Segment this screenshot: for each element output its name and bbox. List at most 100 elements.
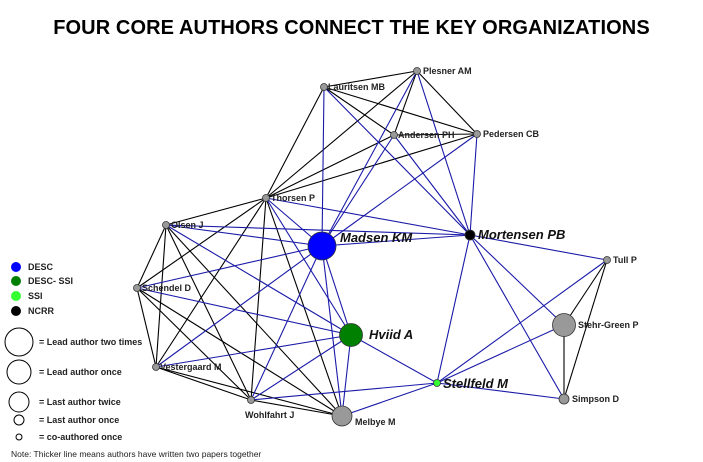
node-label: Madsen KM: [340, 230, 413, 245]
edge-La-Th: [265, 86, 325, 199]
edge-Ol-Me: [165, 224, 343, 417]
edge-Pl-Pe: [416, 70, 478, 135]
edge-Mo-Th: [265, 197, 471, 236]
edge-Ol-Ve: [155, 224, 167, 368]
node-mortensen-pb: [464, 229, 476, 241]
edge-Ma-Hv: [321, 245, 352, 336]
node-label: Lauritsen MB: [328, 82, 386, 92]
edge-Sc-Me: [136, 287, 343, 417]
edge-Ma-Ve: [155, 245, 323, 368]
legend-label: = Last author once: [39, 415, 119, 425]
node-tull-p: [603, 256, 611, 264]
edge-Hv-Sf: [350, 334, 438, 384]
edge-Hv-Th: [265, 197, 352, 336]
edge-Mo-Tu: [469, 234, 608, 261]
legend-size-last1: [13, 414, 25, 426]
node-plesner-am: [413, 67, 421, 75]
edge-Mo-Pl: [416, 70, 471, 236]
legend-swatch-ncrr: [11, 306, 21, 316]
edge-Mo-La: [323, 86, 471, 236]
edge-Ma-An: [321, 134, 395, 247]
node-schendel-d: [133, 284, 141, 292]
edge-Sf-St: [436, 324, 565, 384]
node-label: Stellfeld M: [443, 376, 509, 391]
edge-Tu-Si: [563, 259, 608, 400]
edge-Ma-Pl: [321, 70, 418, 247]
legend-label: NCRR: [28, 306, 54, 316]
legend-label: = co-authored once: [39, 432, 122, 442]
node-label: Pedersen CB: [483, 129, 540, 139]
edge-Ma-Sc: [136, 245, 323, 289]
node-label: Olsen J: [171, 220, 204, 230]
edge-Sf-Tu: [436, 259, 608, 384]
node-pedersen-cb: [473, 130, 481, 138]
node-label: Schendel D: [142, 283, 192, 293]
node-hviid-a: [339, 323, 363, 347]
legend-size-lead2: [4, 327, 34, 357]
edge-An-Th: [265, 134, 395, 199]
edge-Hv-Me: [341, 334, 352, 417]
edge-An-Pe: [393, 133, 478, 136]
edge-Th-Sc: [136, 197, 267, 289]
note-text: Note: Thicker line means authors have wr…: [11, 449, 261, 459]
node-thorsen-p: [262, 194, 270, 202]
edge-Mo-St: [469, 234, 565, 326]
nodes: Plesner AM Lauritsen MB Andersen PH Pederse…: [133, 66, 639, 427]
edge-Ol-Wo: [165, 224, 252, 401]
edge-La-An: [323, 86, 395, 136]
edge-La-Pe: [323, 86, 478, 135]
legend-label: DESC: [28, 262, 54, 272]
edge-Hv-Ol: [165, 224, 352, 336]
edge-Mo-Ol: [165, 224, 471, 236]
legend-label: = Lead author once: [39, 367, 122, 377]
node-label: Mortensen PB: [478, 227, 565, 242]
legend-label: = Last author twice: [39, 397, 121, 407]
edge-Pl-La: [323, 70, 418, 88]
node-label: Melbye M: [355, 417, 396, 427]
edge-Ma-Ol: [165, 224, 323, 247]
edge-Mo-An: [393, 134, 471, 236]
edges: [136, 70, 608, 417]
node-olsen-j: [162, 221, 170, 229]
node-label: Thorsen P: [271, 193, 315, 203]
node-label: Andersen PH: [398, 130, 455, 140]
legend-swatch-ssi: [11, 291, 21, 301]
edge-Sf-Me: [341, 382, 438, 417]
node-label: Wohlfahrt J: [245, 410, 294, 420]
edge-Hv-Ve: [155, 334, 352, 368]
legend-swatch-desc-ssi: [11, 276, 21, 286]
node-madsen-km: [307, 231, 337, 261]
legend: DESC DESC- SSI SSI NCRR = Lead author two ti…: [4, 262, 261, 459]
node-label: Simpson D: [572, 394, 620, 404]
legend-label: SSI: [28, 291, 43, 301]
node-simpson-d: [558, 393, 570, 405]
edge-Hv-Sc: [136, 287, 352, 336]
edge-Sc-Ve: [136, 287, 157, 368]
node-lauritsen-mb: [320, 83, 328, 91]
node-label: Stehr-Green P: [578, 320, 639, 330]
edge-Tu-St: [563, 259, 608, 326]
edge-Sc-Wo: [136, 287, 252, 401]
node-label: Plesner AM: [423, 66, 472, 76]
edge-Ma-La: [321, 86, 325, 247]
node-melbye-m: [331, 405, 353, 427]
edge-Ma-Wo: [250, 245, 323, 401]
edge-Th-Ol: [165, 197, 267, 226]
edge-Mo-Sf: [436, 234, 471, 384]
edge-Mo-Pe: [469, 133, 478, 236]
edge-Pl-An: [393, 70, 418, 136]
node-stellfeld-m: [433, 379, 441, 387]
legend-size-lead1: [6, 359, 32, 385]
edge-Ve-Me: [155, 366, 343, 417]
legend-label: DESC- SSI: [28, 276, 73, 286]
edge-Wo-Me: [250, 399, 343, 417]
edge-Mo-Si: [469, 234, 565, 400]
node-label: Vestergaard M: [160, 362, 222, 372]
edge-Pl-Th: [265, 70, 418, 199]
edge-Th-Ve: [155, 197, 267, 368]
node-stehr-green-p: [552, 313, 576, 337]
edge-Th-Wo: [250, 197, 267, 401]
legend-size-last2: [8, 391, 30, 413]
node-wohlfahrt-j: [247, 396, 255, 404]
legend-label: = Lead author two times: [39, 337, 142, 347]
